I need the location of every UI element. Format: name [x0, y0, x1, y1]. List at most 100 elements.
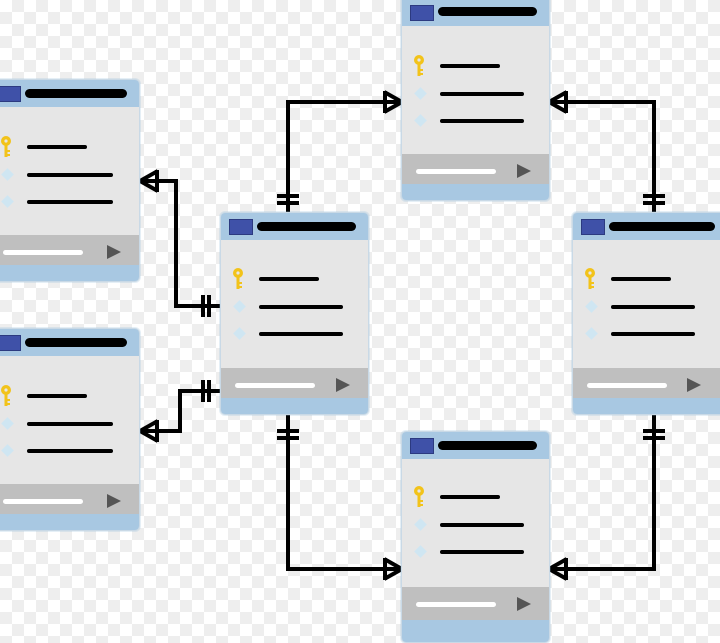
table-title-bar: [25, 89, 127, 98]
field-row: [221, 324, 368, 344]
field-row: [0, 414, 139, 434]
relationship-left-top-center: [137, 169, 222, 317]
table-title-bar: [438, 441, 537, 450]
diamond-icon: [233, 300, 246, 313]
field-name-bar: [440, 495, 500, 499]
diamond-icon: [585, 327, 598, 340]
table-center[interactable]: [220, 212, 369, 415]
field-name-bar: [27, 200, 113, 204]
diamond-icon: [585, 300, 598, 313]
table-top[interactable]: [401, 0, 550, 201]
field-row: [0, 192, 139, 212]
field-row-primary-key: [0, 385, 139, 406]
key-icon: [414, 55, 424, 76]
diamond-icon: [414, 545, 427, 558]
table-footer: [0, 235, 139, 269]
table-header: [402, 0, 549, 26]
table-title-bar: [609, 222, 715, 231]
field-row: [402, 515, 549, 535]
footer-bar: [3, 499, 83, 504]
table-header: [573, 213, 720, 240]
play-icon[interactable]: [107, 494, 121, 508]
table-header: [402, 432, 549, 459]
play-icon[interactable]: [517, 597, 531, 611]
relationship-left-bottom-center: [137, 380, 222, 443]
relationship-right-top: [546, 90, 665, 214]
field-name-bar: [259, 305, 343, 309]
table-bottom-strip: [0, 514, 139, 530]
field-name-bar: [440, 92, 524, 96]
table-header: [221, 213, 368, 240]
field-name-bar: [440, 119, 524, 123]
table-icon: [410, 5, 434, 21]
field-row-primary-key: [221, 268, 368, 289]
field-name-bar: [611, 277, 671, 281]
key-icon: [1, 385, 11, 406]
table-bottom-strip: [0, 265, 139, 281]
field-row-primary-key: [573, 268, 720, 289]
diamond-icon: [414, 114, 427, 127]
diamond-icon: [1, 168, 14, 181]
table-title-bar: [438, 7, 537, 16]
field-name-bar: [611, 332, 695, 336]
table-footer: [402, 154, 549, 188]
diamond-icon: [414, 87, 427, 100]
play-icon[interactable]: [687, 378, 701, 392]
footer-bar: [235, 383, 315, 388]
table-icon: [410, 438, 434, 454]
table-icon: [581, 219, 605, 235]
footer-bar: [587, 383, 667, 388]
field-row: [573, 297, 720, 317]
key-icon: [414, 486, 424, 507]
table-right[interactable]: [572, 212, 720, 415]
table-left-bottom[interactable]: [0, 328, 140, 531]
table-icon: [0, 335, 21, 351]
play-icon[interactable]: [336, 378, 350, 392]
table-bottom-strip: [402, 184, 549, 200]
field-name-bar: [440, 523, 524, 527]
table-title-bar: [25, 338, 127, 347]
field-row: [221, 297, 368, 317]
table-left-top[interactable]: [0, 79, 140, 282]
field-row-primary-key: [402, 486, 549, 507]
relationship-center-bottom: [277, 413, 405, 581]
play-icon[interactable]: [107, 245, 121, 259]
field-row: [0, 441, 139, 461]
field-name-bar: [27, 422, 113, 426]
field-name-bar: [259, 277, 319, 281]
key-icon: [233, 268, 243, 289]
relationship-center-top: [277, 90, 405, 214]
field-row: [402, 111, 549, 131]
diamond-icon: [1, 444, 14, 457]
footer-bar: [416, 602, 496, 607]
diamond-icon: [1, 195, 14, 208]
table-footer: [0, 484, 139, 518]
table-icon: [0, 86, 21, 102]
diamond-icon: [233, 327, 246, 340]
field-name-bar: [259, 332, 343, 336]
field-name-bar: [27, 145, 87, 149]
table-header: [0, 329, 139, 356]
table-bottom[interactable]: [401, 431, 550, 643]
field-name-bar: [440, 64, 500, 68]
footer-bar: [416, 169, 496, 174]
field-row-primary-key: [402, 55, 549, 76]
footer-bar: [3, 250, 83, 255]
diamond-icon: [1, 417, 14, 430]
table-footer: [221, 368, 368, 402]
table-header: [0, 80, 139, 107]
table-bottom-strip: [573, 398, 720, 414]
play-icon[interactable]: [517, 164, 531, 178]
table-footer: [402, 587, 549, 621]
table-bottom-strip: [402, 620, 549, 642]
table-title-bar: [257, 222, 356, 231]
field-row: [402, 84, 549, 104]
field-name-bar: [27, 449, 113, 453]
key-icon: [585, 268, 595, 289]
field-name-bar: [27, 394, 87, 398]
field-row: [402, 542, 549, 562]
field-name-bar: [611, 305, 695, 309]
field-row: [573, 324, 720, 344]
table-bottom-strip: [221, 398, 368, 414]
